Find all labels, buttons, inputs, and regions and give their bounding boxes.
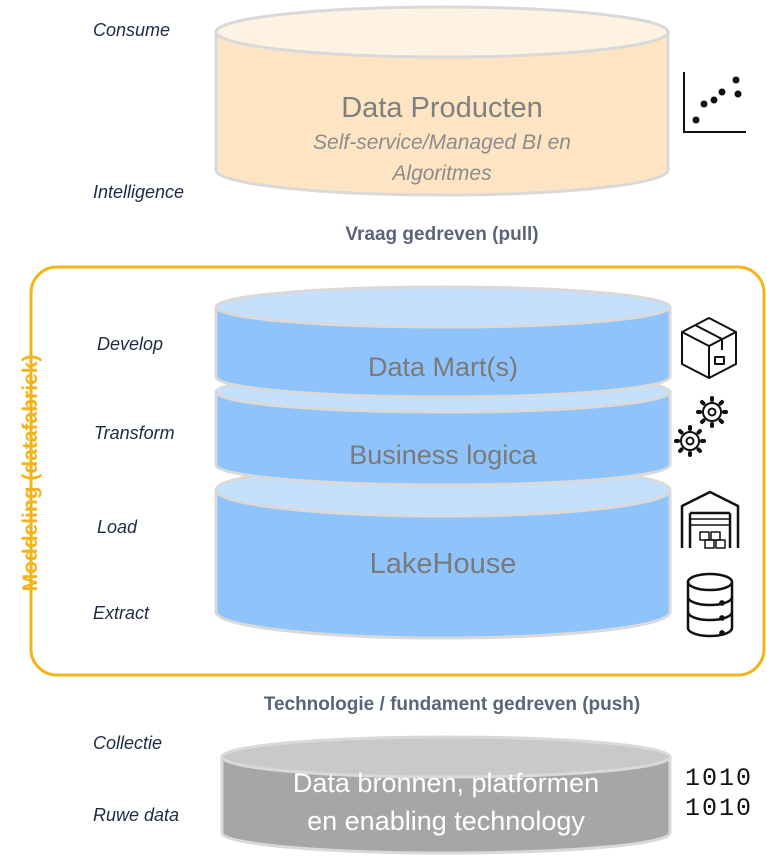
data-bronnen-line2: en enabling technology <box>307 806 585 836</box>
data-producten-subtitle-line2: Algoritmes <box>392 162 492 185</box>
binary-line-2: 1010 <box>685 794 754 823</box>
label-extract: Extract <box>93 603 150 623</box>
label-develop: Develop <box>97 334 164 354</box>
binary-icon: 1010 1010 <box>685 764 753 824</box>
data-producten-subtitle-line1: Self-service/Managed BI en <box>313 131 571 154</box>
cylinder-data-marts <box>214 285 672 399</box>
data-marts-title: Data Mart(s) <box>367 352 519 382</box>
label-collectie: Collectie <box>93 733 163 753</box>
label-ruwe-data: Ruwe data <box>93 805 180 825</box>
scatter-plot-icon <box>683 72 746 133</box>
caption-push: Technologie / fundament gedreven (push) <box>263 694 641 715</box>
caption-modeling: Moddeling (datafabriek) <box>19 354 42 592</box>
data-producten-title: Data Producten <box>341 92 543 124</box>
cylinder-data-producten <box>214 5 670 197</box>
label-load: Load <box>97 517 138 537</box>
business-logica-title: Business logica <box>349 440 537 470</box>
data-bronnen-line1: Data bronnen, platformen <box>292 768 600 798</box>
gears-icon <box>674 396 728 457</box>
database-icon <box>686 572 734 638</box>
label-intelligence: Intelligence <box>93 182 185 202</box>
label-transform: Transform <box>94 423 175 443</box>
box-icon <box>681 317 737 379</box>
binary-line-1: 1010 <box>685 764 754 793</box>
cylinder-data-bronnen <box>220 735 672 855</box>
lakehouse-title: LakeHouse <box>369 548 517 580</box>
warehouse-icon <box>680 490 740 549</box>
caption-pull: Vraag gedreven (pull) <box>345 224 539 245</box>
modeling-frame <box>29 265 766 677</box>
label-consume: Consume <box>93 20 171 40</box>
